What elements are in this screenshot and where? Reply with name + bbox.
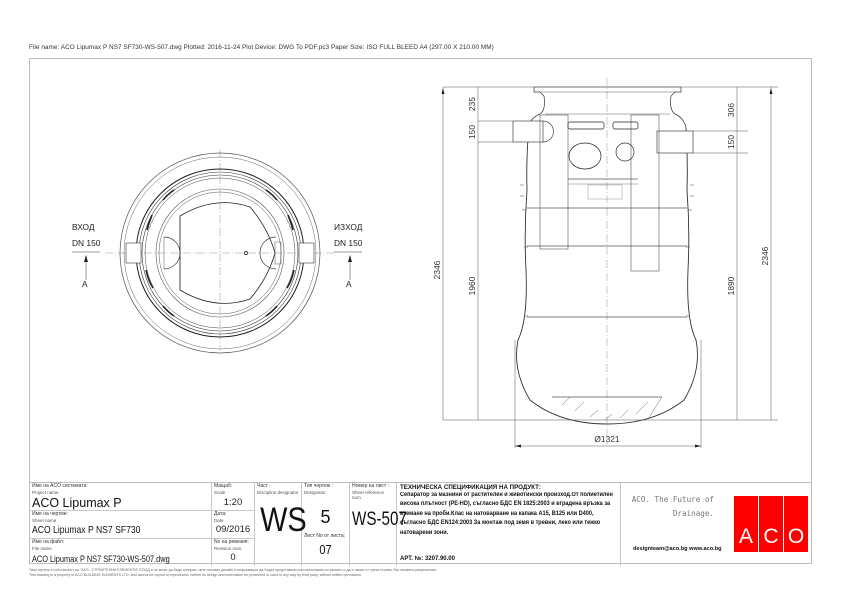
sheet-name-cell: Име на чертеж: Sheet name ACO Lipumax P … (29, 511, 212, 539)
article-number: АРТ. №: 3207.90.00 (400, 556, 455, 562)
section-marker-left: A (82, 279, 88, 289)
outlet-label: ИЗХОД (334, 222, 363, 232)
designator-value: 5 (320, 506, 331, 527)
plot-header: File name: ACO Lipumax P NS7 SF730-WS-50… (29, 44, 494, 51)
section-view (441, 78, 778, 448)
scale-date-column: Мащаб: Scale 1:20 Дата: Date 09/2016 No … (212, 483, 255, 566)
revision-label: No на ревизия: (214, 539, 249, 545)
revision-cell: No на ревизия: Revision num. 0 (212, 539, 254, 566)
dim-inlet-top: 235 (467, 97, 477, 111)
file-name-value: ACO Lipumax P NS7 SF730-WS-507.dwg (32, 553, 170, 564)
copyright-note: Тази чертеж е собственост на "АКО - СТРО… (29, 568, 437, 578)
sheet-name-label: Име на чертеж: (32, 511, 68, 517)
copyright-bg: Тази чертеж е собственост на "АКО - СТРО… (29, 568, 437, 572)
logo-block-a: A (734, 496, 758, 552)
dim-diameter: Ø1321 (594, 434, 619, 444)
logo-letter: A (738, 525, 753, 548)
outlet-dn-label: DN 150 (334, 238, 363, 248)
date-value: 09/2016 (215, 523, 251, 535)
reference-label-en: Sheet reference num. (352, 489, 385, 500)
contact-info: designteam@aco.bg www.aco.bg (633, 546, 722, 552)
sheet-count-value: 07 (319, 542, 332, 557)
dim-inlet-invert: 1960 (467, 276, 477, 295)
drawing-frame (29, 58, 812, 564)
date-label: Дата: (214, 511, 227, 517)
dim-inlet-diameter: 150 (467, 125, 477, 139)
logo-block-o: O (784, 496, 808, 552)
discipline-label: Част : (257, 483, 271, 489)
aco-logo: A C O (734, 496, 808, 552)
sheet-count-label: Лист No от листа: (304, 532, 345, 539)
designator-label-en: Designator (304, 489, 326, 495)
section-marker-right: A (346, 279, 352, 289)
dim-outlet-diameter: 150 (726, 135, 736, 149)
logo-letter: C (763, 525, 779, 548)
discipline-cell: Част : Discipline designator WS (255, 483, 307, 566)
designator-label: Тип чертеж : (304, 483, 333, 489)
file-name-cell: Име на файл: File name ACO Lipumax P NS7… (29, 539, 212, 566)
file-name-label-en: File name (32, 545, 52, 551)
scale-label-en: Scale (214, 489, 226, 495)
logo-letter: O (787, 525, 805, 548)
project-name-cell: Име на ACO системата: Project name ACO L… (29, 483, 212, 511)
project-name-label: Име на ACO системата: (32, 483, 88, 489)
date-cell: Дата: Date 09/2016 (212, 511, 254, 539)
dim-outlet-invert: 1890 (726, 276, 736, 295)
brand-cell: ACO. The Future of Drainage. designteam@… (621, 483, 812, 566)
file-name-label: Име на файл: (32, 539, 65, 545)
discipline-label-en: Discipline designator (257, 489, 299, 495)
spec-title: ТЕХНИЧЕСКА СПЕЦИФИКАЦИЯ НА ПРОДУКТ: (400, 484, 541, 491)
scale-cell: Мащаб: Scale 1:20 (212, 483, 254, 511)
names-column: Име на ACO системата: Project name ACO L… (29, 483, 212, 566)
spec-body: Сепаратор за мазнини от растителен и жив… (400, 492, 613, 536)
sheet-name-value: ACO Lipumax P NS7 SF730 (32, 523, 141, 536)
inlet-dn-label: DN 150 (72, 238, 101, 248)
revision-value: 0 (230, 551, 236, 562)
date-label-en: Date (214, 517, 224, 523)
inlet-label: ВХОД (72, 222, 95, 232)
reference-value: WS-507 (352, 508, 407, 530)
tagline-line2: Drainage. (672, 509, 714, 518)
project-name-value: ACO Lipumax P (32, 495, 122, 510)
tagline-line1: ACO. The Future of (631, 495, 714, 504)
scale-label: Мащаб: (214, 483, 233, 489)
plan-view (72, 150, 362, 354)
specification-cell: ТЕХНИЧЕСКА СПЕЦИФИКАЦИЯ НА ПРОДУКТ: Сепа… (397, 483, 621, 566)
title-block: Име на ACO системата: Project name ACO L… (29, 482, 812, 566)
revision-label-en: Revision num. (214, 545, 243, 551)
dim-overall-height-left: 2346 (432, 260, 442, 279)
designator-cell: Тип чертеж : Designator 5 Лист No от лис… (302, 483, 350, 566)
reference-cell: Номер на лист : Sheet reference num. WS-… (350, 483, 407, 566)
dim-outlet-top: 306 (726, 103, 736, 117)
tagline: ACO. The Future of Drainage. (621, 493, 714, 521)
scale-value: 1:20 (223, 496, 243, 508)
logo-block-c: C (759, 496, 783, 552)
project-name-label-en: Project name (32, 489, 59, 495)
copyright-en: This drawing is a property of ACO BUILDI… (29, 573, 363, 577)
dim-overall-height-right: 2346 (760, 246, 770, 265)
reference-label: Номер на лист : (352, 483, 389, 489)
sheet-name-label-en: Sheet name (32, 517, 57, 523)
discipline-value: WS (260, 500, 307, 539)
